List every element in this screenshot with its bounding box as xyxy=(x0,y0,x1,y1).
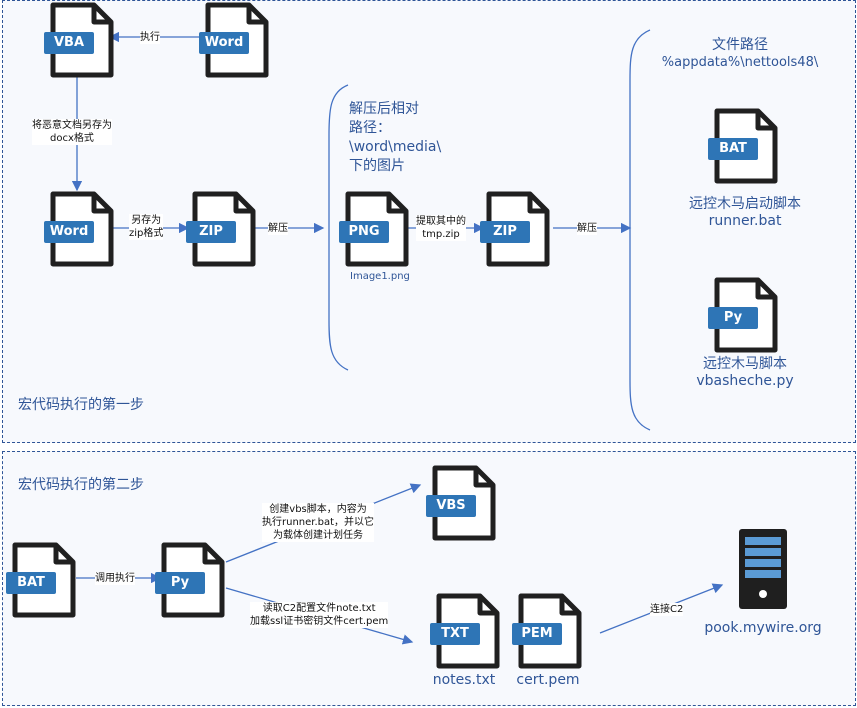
step1-title: 宏代码执行的第一步 xyxy=(18,397,144,413)
step2-py-file-icon: Py xyxy=(155,542,225,618)
step2-bat-badge: BAT xyxy=(6,572,56,594)
edge-label-save-docx-1: 将恶意文档另存为 xyxy=(32,120,112,131)
txt-badge: TXT xyxy=(430,623,480,645)
bat-desc: 远控木马启动脚本 xyxy=(689,196,801,212)
step2-title: 宏代码执行的第二步 xyxy=(18,477,144,493)
step2-bat-file-icon: BAT xyxy=(6,542,76,618)
bat-name: runner.bat xyxy=(708,213,782,229)
server-name: pook.mywire.org xyxy=(704,620,822,636)
png-filename: Image1.png xyxy=(350,271,410,282)
edge-label-execute: 执行 xyxy=(140,31,160,44)
py-name: vbasheche.py xyxy=(696,373,794,389)
word-top-badge: Word xyxy=(199,32,249,54)
edge-label-extract: 提取其中的 tmp.zip xyxy=(416,215,466,241)
bracket-right xyxy=(629,29,651,431)
edge-label-save-zip-1: 另存为 xyxy=(131,215,162,226)
bat-file-icon: BAT xyxy=(708,108,778,184)
vba-file-icon: VBA xyxy=(44,2,114,78)
file-path: %appdata%\nettools48\ xyxy=(661,55,819,70)
path-note: 解压后相对 路径： \word\media\ 下的图片 xyxy=(349,100,441,176)
path-note-3: \word\media\ xyxy=(349,139,442,155)
zip1-file-icon: ZIP xyxy=(186,191,256,267)
path-note-2: 路径： xyxy=(349,120,391,136)
edge-label-save-zip-2: zip格式 xyxy=(129,228,164,239)
edge-label-extract-2: tmp.zip xyxy=(422,229,460,240)
word-top-file-icon: Word xyxy=(199,2,269,78)
edge-label-save-docx-2: docx格式 xyxy=(50,133,94,144)
txt-file-icon: TXT xyxy=(430,593,500,669)
png-file-icon: PNG xyxy=(339,191,409,267)
bracket-left xyxy=(328,84,349,371)
py-desc: 远控木马脚本 xyxy=(703,356,787,372)
edge-label-save-zip: 另存为 zip格式 xyxy=(129,214,164,240)
edge-label-connect: 连接C2 xyxy=(650,603,684,616)
png-badge: PNG xyxy=(339,221,389,243)
edge-label-read-2: 加载ssl证书密钥文件cert.pem xyxy=(250,616,389,627)
edge-label-extract-1: 提取其中的 xyxy=(416,216,466,227)
zip1-badge: ZIP xyxy=(186,221,236,243)
pem-badge: PEM xyxy=(512,623,562,645)
path-note-1: 解压后相对 xyxy=(349,101,419,117)
server-icon xyxy=(738,528,788,614)
pem-file-icon: PEM xyxy=(512,593,582,669)
vbs-file-icon: VBS xyxy=(426,465,496,541)
step2-py-badge: Py xyxy=(155,572,205,594)
word-mid-file-icon: Word xyxy=(44,191,114,267)
word-mid-badge: Word xyxy=(44,221,94,243)
edge-label-vbs: 创建vbs脚本，内容为 执行runner.bat，并以它 为载体创建计划任务 xyxy=(262,503,375,542)
file-path-title: 文件路径 xyxy=(712,37,768,53)
zip2-file-icon: ZIP xyxy=(480,191,550,267)
pem-name: cert.pem xyxy=(516,672,580,688)
edge-label-vbs-1: 创建vbs脚本，内容为 xyxy=(269,504,367,515)
edge-label-save-docx: 将恶意文档另存为 docx格式 xyxy=(32,119,112,145)
vba-badge: VBA xyxy=(44,32,94,54)
bat-badge: BAT xyxy=(708,138,758,160)
py-file-icon: Py xyxy=(708,277,778,353)
edge-label-read-1: 读取C2配置文件note.txt xyxy=(262,603,376,614)
zip2-badge: ZIP xyxy=(480,221,530,243)
edge-label-unzip-2: 解压 xyxy=(577,222,597,235)
edge-label-call: 调用执行 xyxy=(95,572,135,585)
edge-label-read: 读取C2配置文件note.txt 加载ssl证书密钥文件cert.pem xyxy=(250,602,389,628)
edge-label-unzip-1: 解压 xyxy=(268,222,288,235)
vbs-badge: VBS xyxy=(426,495,476,517)
edge-label-vbs-3: 为载体创建计划任务 xyxy=(273,530,364,541)
edge-label-vbs-2: 执行runner.bat，并以它 xyxy=(262,517,375,528)
path-note-4: 下的图片 xyxy=(349,158,405,174)
py-badge: Py xyxy=(708,307,758,329)
txt-name: notes.txt xyxy=(432,672,496,688)
